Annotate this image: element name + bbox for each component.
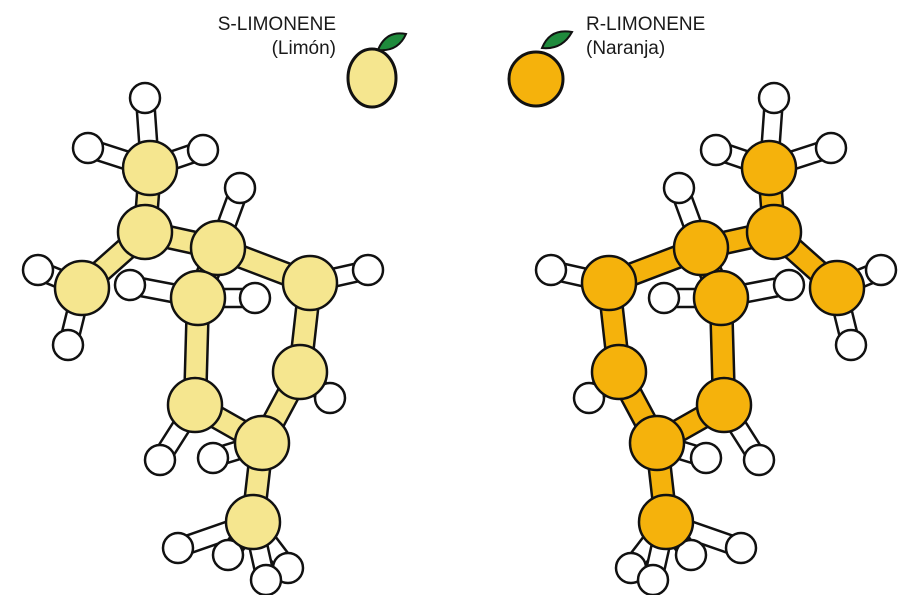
s-limonene-molecule [21,81,385,595]
hydrogen-atom [572,381,606,415]
hydrogen-atom [51,328,85,362]
hydrogen-atom [186,133,220,167]
carbon-atom [692,269,750,327]
carbon-atom [116,203,174,261]
hydrogen-atom [864,253,898,287]
hydrogen-atom [742,443,776,477]
carbon-atom [808,259,866,317]
hydrogen-atom [113,268,147,302]
carbon-atom [271,343,329,401]
hydrogen-atom [647,281,681,315]
carbon-atom [628,414,686,472]
carbon-atom [233,414,291,472]
hydrogen-atom [699,133,733,167]
carbon-atom [695,376,753,434]
hydrogen-atom [636,563,670,595]
hydrogen-atom [757,81,791,115]
orange-icon [507,30,574,108]
carbon-atom [53,259,111,317]
hydrogen-atom [814,131,848,165]
hydrogen-atom [351,253,385,287]
carbon-atom [189,219,247,277]
hydrogen-atom [772,268,806,302]
carbon-atom [121,139,179,197]
carbon-atom [590,343,648,401]
carbon-atom [281,254,339,312]
hydrogen-atom [211,538,245,572]
r-limonene-label: R-LIMONENE [586,14,706,35]
hydrogen-atom [534,253,568,287]
hydrogen-atom [21,253,55,287]
hydrogen-atom [223,171,257,205]
r-limonene-molecule [534,81,898,595]
carbon-atom [637,493,695,551]
carbon-atom [740,139,798,197]
carbon-atom [166,376,224,434]
hydrogen-atom [724,531,758,565]
carbon-atom [169,269,227,327]
hydrogen-atom [161,531,195,565]
r-limonene-fruit-label: (Naranja) [586,38,666,59]
lemon-icon [346,32,408,109]
s-limonene-fruit-label: (Limón) [271,38,336,59]
hydrogen-atom [143,443,177,477]
hydrogen-atom [834,328,868,362]
hydrogen-atom [249,563,283,595]
carbon-atom [672,219,730,277]
hydrogen-atom [128,81,162,115]
hydrogen-atom [71,131,105,165]
hydrogen-atom [674,538,708,572]
carbon-atom [224,493,282,551]
hydrogen-atom [238,281,272,315]
hydrogen-atom [196,441,230,475]
hydrogen-atom [662,171,696,205]
carbon-atom [580,254,638,312]
carbon-atom [745,203,803,261]
hydrogen-atom [689,441,723,475]
s-limonene-label: S-LIMONENE [217,14,336,35]
hydrogen-atom [313,381,347,415]
